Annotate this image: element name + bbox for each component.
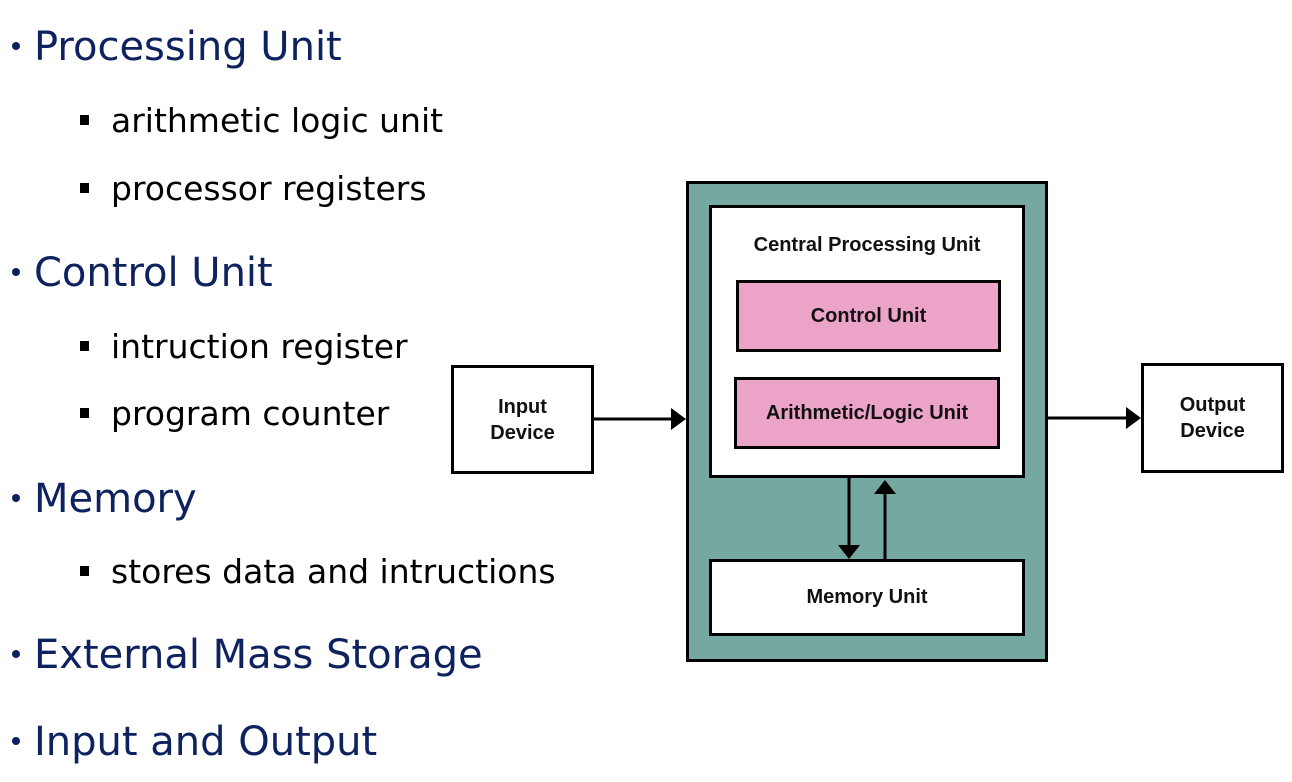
control-unit-label: Control Unit — [810, 304, 927, 327]
output-device-label-line2: Device — [1180, 420, 1245, 442]
sub-bullet-label: arithmetic logic unit — [111, 101, 444, 140]
bullet-dot-icon — [12, 268, 20, 276]
arrow-memory-to-cpu — [874, 480, 896, 559]
input-device-label-line2: Device — [490, 421, 555, 444]
square-bullet-icon — [80, 182, 89, 193]
sub-bullet-label: intruction register — [111, 327, 408, 366]
memory-unit-box: Memory Unit — [709, 559, 1025, 636]
input-device-box: Input Device — [451, 365, 594, 474]
sub-bullet-processor-registers: processor registers — [80, 172, 427, 205]
bullet-processing-unit: Processing Unit — [8, 27, 342, 67]
bullet-dot-icon — [12, 737, 20, 745]
bullet-dot-icon — [12, 650, 20, 658]
memory-unit-label: Memory Unit — [806, 586, 928, 608]
bullet-label: Memory — [34, 476, 197, 522]
bullet-dot-icon — [12, 42, 20, 50]
sub-bullet-instruction-register: intruction register — [80, 330, 408, 363]
bullet-label: Processing Unit — [34, 24, 342, 70]
output-device-label-line1: Output — [1179, 394, 1246, 416]
sub-bullet-label: program counter — [111, 394, 390, 433]
arrow-cpu-to-memory — [838, 478, 860, 559]
bullet-input-output: Input and Output — [8, 722, 377, 762]
sub-bullet-label: stores data and intructions — [111, 552, 556, 591]
bullet-dot-icon — [12, 494, 20, 502]
bullet-control-unit: Control Unit — [8, 253, 273, 293]
arrow-input-to-cpu — [594, 408, 686, 430]
square-bullet-icon — [80, 340, 89, 351]
cpu-label: Central Processing Unit — [753, 234, 981, 256]
alu-box: Arithmetic/Logic Unit — [734, 377, 1000, 449]
bullet-memory: Memory — [8, 479, 197, 519]
alu-label: Arithmetic/Logic Unit — [765, 401, 969, 424]
input-device-label-line1: Input — [498, 395, 547, 418]
output-device-box: Output Device — [1141, 363, 1284, 473]
square-bullet-icon — [80, 114, 89, 125]
bullet-label: Control Unit — [34, 250, 273, 296]
sub-bullet-program-counter: program counter — [80, 397, 389, 430]
square-bullet-icon — [80, 565, 89, 576]
sub-bullet-arithmetic-logic-unit: arithmetic logic unit — [80, 104, 443, 137]
bullet-label: Input and Output — [34, 719, 378, 765]
arrow-cpu-to-output — [1048, 407, 1141, 429]
control-unit-box: Control Unit — [736, 280, 1001, 352]
bullet-external-mass-storage: External Mass Storage — [8, 635, 483, 675]
sub-bullet-stores-data: stores data and intructions — [80, 555, 556, 588]
sub-bullet-label: processor registers — [111, 169, 427, 208]
square-bullet-icon — [80, 407, 89, 418]
bullet-label: External Mass Storage — [34, 632, 483, 678]
